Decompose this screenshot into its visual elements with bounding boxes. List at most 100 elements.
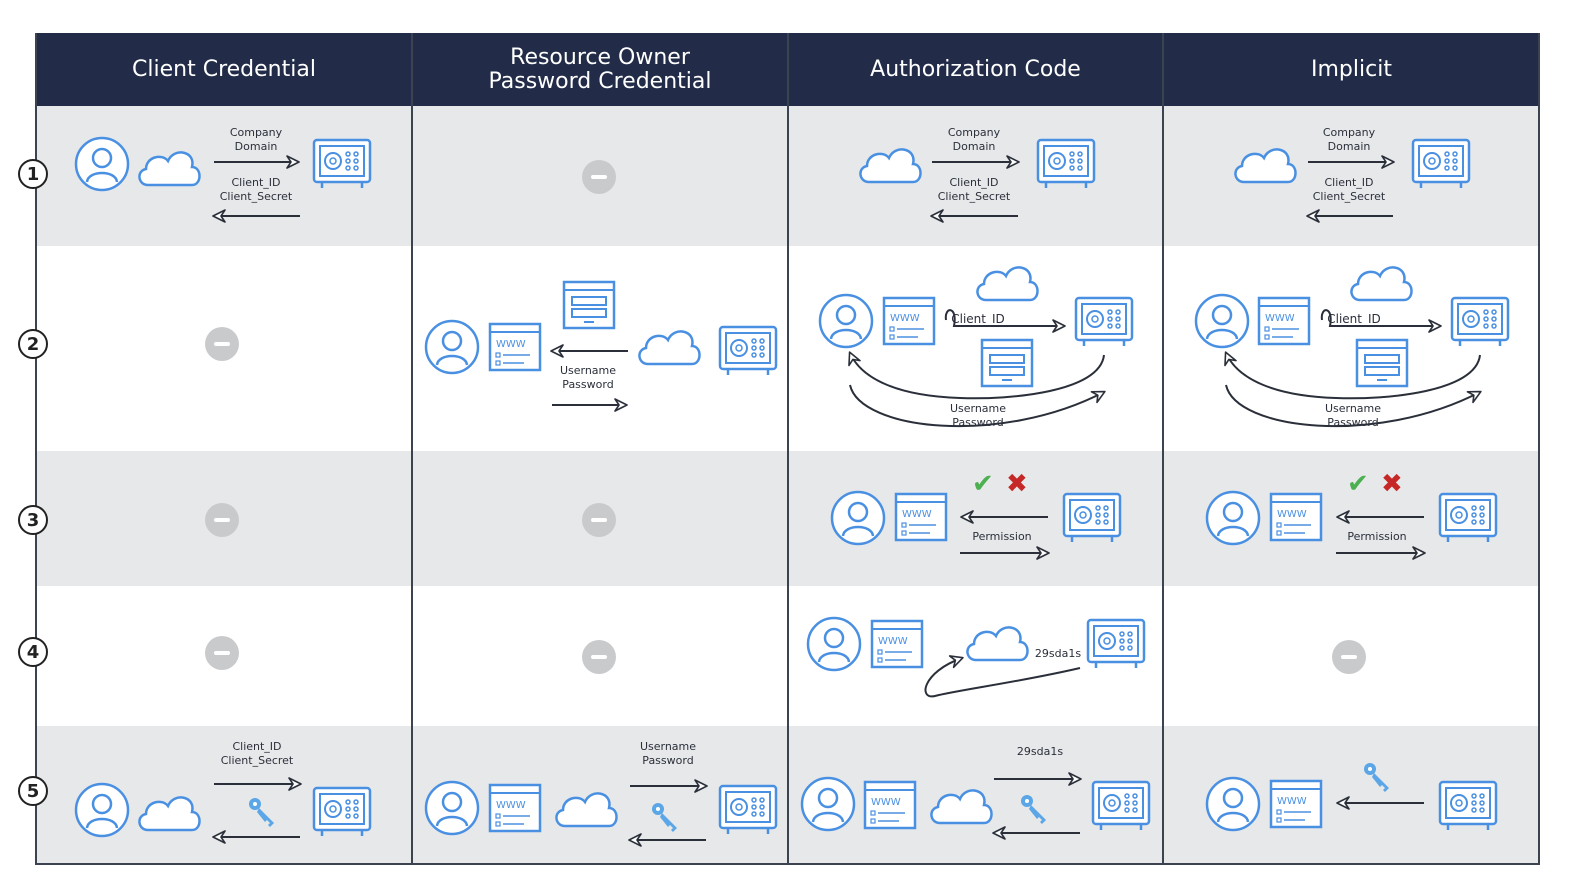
cloud-icon	[930, 789, 993, 825]
web-app-icon: WWW	[870, 619, 924, 669]
server-vault-icon	[1411, 138, 1471, 188]
user-icon	[806, 616, 862, 672]
svg-text:WWW: WWW	[496, 339, 526, 350]
user-icon	[800, 776, 856, 832]
web-app-icon: WWW	[863, 780, 917, 830]
user-icon	[424, 780, 480, 836]
not-applicable-icon	[582, 503, 616, 537]
step-number-3: 3	[18, 505, 48, 535]
svg-text:WWW: WWW	[1277, 796, 1307, 807]
label-permission: Permission	[1347, 530, 1407, 543]
web-app-icon: WWW	[488, 322, 542, 372]
not-applicable-icon	[205, 503, 239, 537]
web-app-icon: WWW	[1269, 492, 1323, 542]
column-divider	[787, 33, 789, 864]
step-number-4: 4	[18, 637, 48, 667]
not-applicable-icon	[205, 327, 239, 361]
user-icon	[424, 319, 480, 375]
cloud-icon	[859, 148, 922, 184]
table-bottom-border	[35, 863, 1540, 865]
login-form-icon	[562, 280, 616, 330]
cloud-icon	[1350, 266, 1413, 302]
svg-text:WWW: WWW	[1277, 509, 1307, 520]
column-header-authorization-code: Authorization Code	[789, 33, 1162, 106]
column-header-implicit: Implicit	[1164, 33, 1539, 106]
svg-text:WWW: WWW	[878, 636, 908, 647]
server-vault-icon	[1074, 296, 1134, 346]
label-client-id-secret: Client_ID Client_Secret	[219, 176, 293, 203]
user-icon	[830, 490, 886, 546]
cloud-icon	[555, 792, 618, 828]
server-vault-icon	[1036, 138, 1096, 188]
server-vault-icon	[1450, 296, 1510, 346]
not-applicable-icon	[205, 636, 239, 670]
column-divider	[35, 33, 37, 864]
column-divider	[1162, 33, 1164, 864]
server-vault-icon	[718, 325, 778, 375]
server-vault-icon	[312, 138, 372, 188]
not-applicable-icon	[1332, 640, 1366, 674]
label-client-id-secret: Client_ID Client_Secret	[220, 740, 294, 767]
user-icon	[74, 136, 130, 192]
web-app-icon: WWW	[1257, 296, 1311, 346]
label-client-id: Client_ID	[951, 312, 1005, 326]
cloud-icon	[1234, 148, 1297, 184]
server-vault-icon	[1086, 618, 1146, 668]
label-client-id: Client_ID	[1327, 312, 1381, 326]
login-form-icon	[980, 338, 1034, 388]
column-divider	[1538, 33, 1540, 864]
user-icon	[1205, 776, 1261, 832]
check-icon: ✔	[1347, 469, 1369, 499]
user-icon	[1194, 293, 1250, 349]
web-app-icon: WWW	[894, 492, 948, 542]
key-icon	[1364, 763, 1389, 792]
server-vault-icon	[1438, 780, 1498, 830]
column-divider	[411, 33, 413, 864]
not-applicable-icon	[582, 160, 616, 194]
key-icon	[1021, 795, 1046, 824]
label-username-password: Username Password	[559, 364, 617, 391]
user-icon	[74, 782, 130, 838]
step-number-2: 2	[18, 329, 48, 359]
check-icon: ✔	[972, 469, 994, 499]
label-permission: Permission	[972, 530, 1032, 543]
server-vault-icon	[718, 784, 778, 834]
web-app-icon: WWW	[882, 296, 936, 346]
svg-text:WWW: WWW	[890, 313, 920, 324]
user-icon	[1205, 490, 1261, 546]
web-app-icon: WWW	[1269, 779, 1323, 829]
cloud-icon	[966, 626, 1029, 662]
cross-icon: ✖	[1006, 469, 1028, 499]
web-app-icon: WWW	[488, 783, 542, 833]
user-icon	[818, 293, 874, 349]
login-form-icon	[1355, 338, 1409, 388]
key-icon	[249, 798, 274, 827]
cloud-icon	[138, 151, 201, 187]
label-company-domain: Company Domain	[229, 126, 283, 153]
server-vault-icon	[1091, 780, 1151, 830]
cloud-icon	[138, 796, 201, 832]
cross-icon: ✖	[1381, 469, 1403, 499]
label-authorization-code: 29sda1s	[1016, 745, 1064, 758]
label-username-password: Username Password	[1324, 402, 1382, 429]
label-company-domain: Company Domain	[1322, 126, 1376, 153]
not-applicable-icon	[582, 640, 616, 674]
label-username-password: Username Password	[639, 740, 697, 767]
svg-text:WWW: WWW	[871, 797, 901, 808]
server-vault-icon	[1438, 492, 1498, 542]
column-header-client-credential: Client Credential	[36, 33, 412, 106]
label-company-domain: Company Domain	[947, 126, 1001, 153]
server-vault-icon	[312, 786, 372, 836]
label-client-id-secret: Client_ID Client_Secret	[1312, 176, 1386, 203]
svg-text:WWW: WWW	[1265, 313, 1295, 324]
step-number-5: 5	[18, 776, 48, 806]
cloud-icon	[638, 330, 701, 366]
svg-text:WWW: WWW	[496, 800, 526, 811]
svg-text:WWW: WWW	[902, 509, 932, 520]
step-number-1: 1	[18, 159, 48, 189]
label-client-id-secret: Client_ID Client_Secret	[937, 176, 1011, 203]
key-icon	[652, 803, 677, 832]
label-authorization-code: 29sda1s	[1034, 647, 1082, 660]
server-vault-icon	[1062, 492, 1122, 542]
